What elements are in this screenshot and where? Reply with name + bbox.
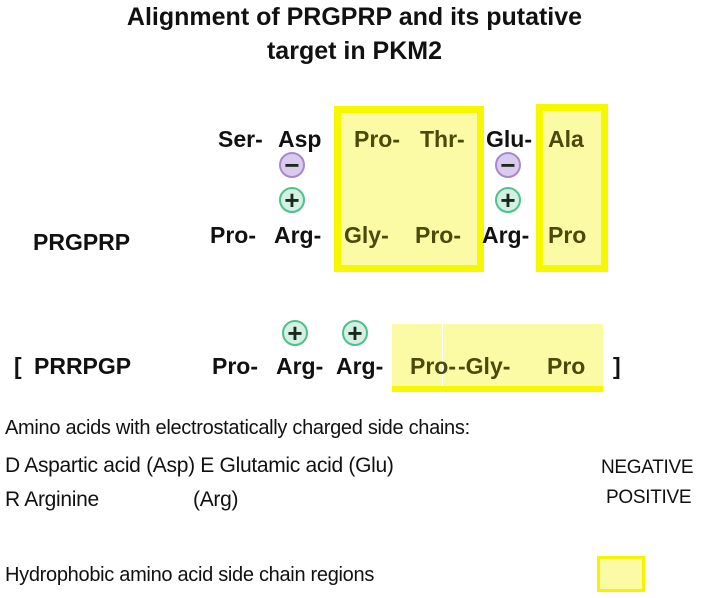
positive-charge-icon: + (279, 187, 305, 213)
negative-charge-icon: − (279, 152, 305, 178)
residue-arg: Arg- (274, 222, 322, 248)
residue-pro: Pro (548, 222, 587, 248)
residue-pro: Pro (547, 353, 586, 379)
residue-asp: Asp (278, 126, 322, 152)
residue-glu: Glu- (486, 126, 532, 152)
residue-pro: Pro- (212, 353, 258, 379)
residue-pro: Pro- (415, 222, 461, 248)
residue-pro: Pro- (210, 222, 256, 248)
hydrophobic-region-underline (392, 386, 603, 392)
legend-positive-label: POSITIVE (606, 487, 692, 508)
residue-pro: Pro- (410, 353, 456, 379)
hydrophobic-region-fill (443, 324, 603, 390)
legend-negative-residues: D Aspartic acid (Asp) E Glutamic acid (G… (5, 454, 394, 477)
negative-charge-icon: − (495, 152, 521, 178)
residue-gly: -Gly- (458, 353, 511, 379)
residue-ser: Ser- (218, 126, 263, 152)
residue-gly: Gly- (344, 222, 389, 248)
residue-arg: Arg- (276, 353, 324, 379)
residue-arg: Arg- (336, 353, 384, 379)
legend-positive-name: R Arginine (5, 488, 99, 511)
residue-thr: Thr- (420, 126, 465, 152)
peptide-label-prrpgp: PRRPGP (34, 353, 132, 379)
open-bracket: [ (14, 353, 22, 379)
figure-title-line2: target in PKM2 (266, 37, 443, 65)
positive-charge-icon: + (342, 320, 368, 346)
hydrophobic-region-box (536, 104, 608, 272)
hydrophobic-swatch (597, 556, 645, 592)
close-bracket: ] (613, 353, 621, 379)
legend-positive-abbr: (Arg) (193, 488, 239, 511)
legend-hydrophobic-label: Hydrophobic amino acid side chain region… (5, 564, 375, 586)
hydrophobic-region-fill (392, 324, 442, 390)
hydrophobic-region-box (334, 106, 484, 272)
legend-heading: Amino acids with electrostatically charg… (5, 417, 470, 439)
figure-title-line1: Alignment of PRGPRP and its putative (126, 3, 583, 31)
peptide-label-prgprp: PRGPRP (33, 229, 131, 255)
residue-ala: Ala (548, 126, 584, 152)
positive-charge-icon: + (495, 187, 521, 213)
residue-pro: Pro- (354, 126, 400, 152)
positive-charge-icon: + (282, 320, 308, 346)
legend-negative-label: NEGATIVE (601, 457, 694, 478)
residue-arg: Arg- (482, 222, 530, 248)
